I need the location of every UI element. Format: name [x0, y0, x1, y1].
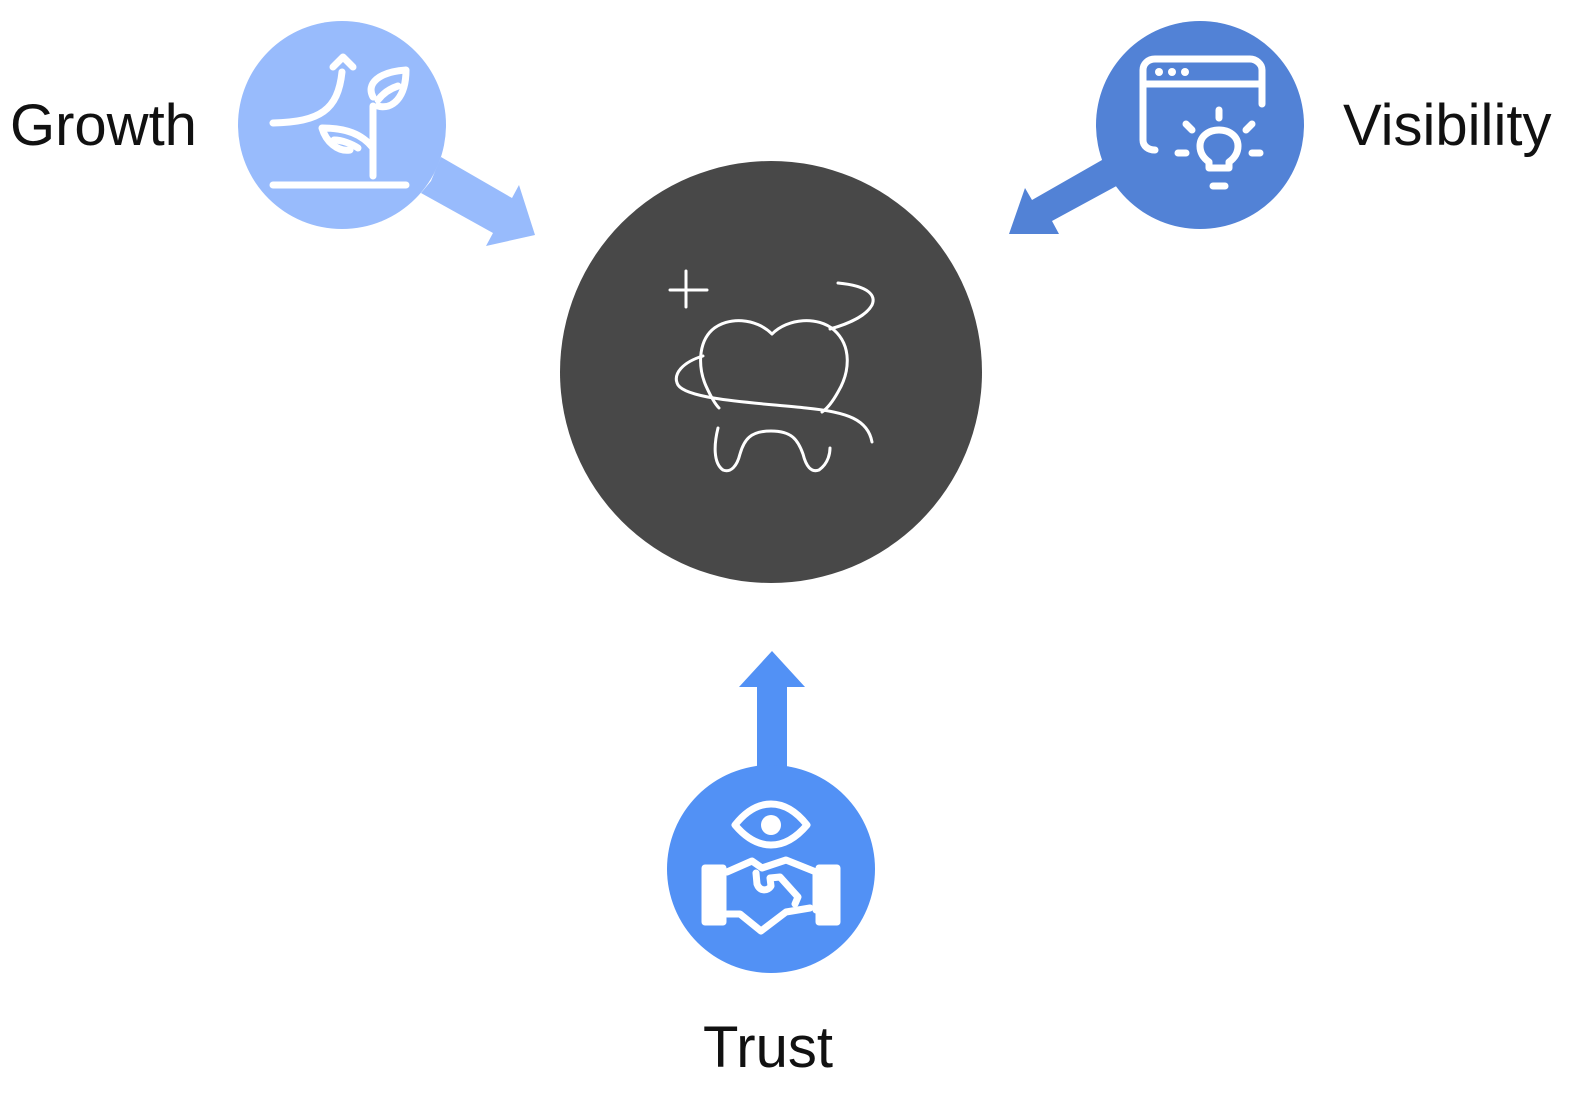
eye-pupil-icon — [761, 815, 781, 835]
trust-label: Trust — [703, 1015, 833, 1080]
browser-lightbulb-icon — [1139, 55, 1266, 190]
arrow-trust-to-center — [739, 651, 805, 775]
trust-circle — [667, 765, 875, 973]
dental-care-tooth-icon — [668, 269, 875, 473]
visibility-circle — [1096, 21, 1304, 229]
browser-dots-icon — [1155, 68, 1189, 76]
arrow-visibility-to-center — [1009, 160, 1122, 234]
visibility-label: Visibility — [1343, 93, 1552, 158]
plant-growth-icon — [269, 53, 410, 189]
center-circle — [560, 161, 982, 583]
growth-circle — [238, 21, 446, 229]
handshake-eye-icon — [701, 800, 841, 935]
arrow-growth-to-center — [421, 157, 535, 246]
growth-label: Growth — [10, 93, 197, 158]
